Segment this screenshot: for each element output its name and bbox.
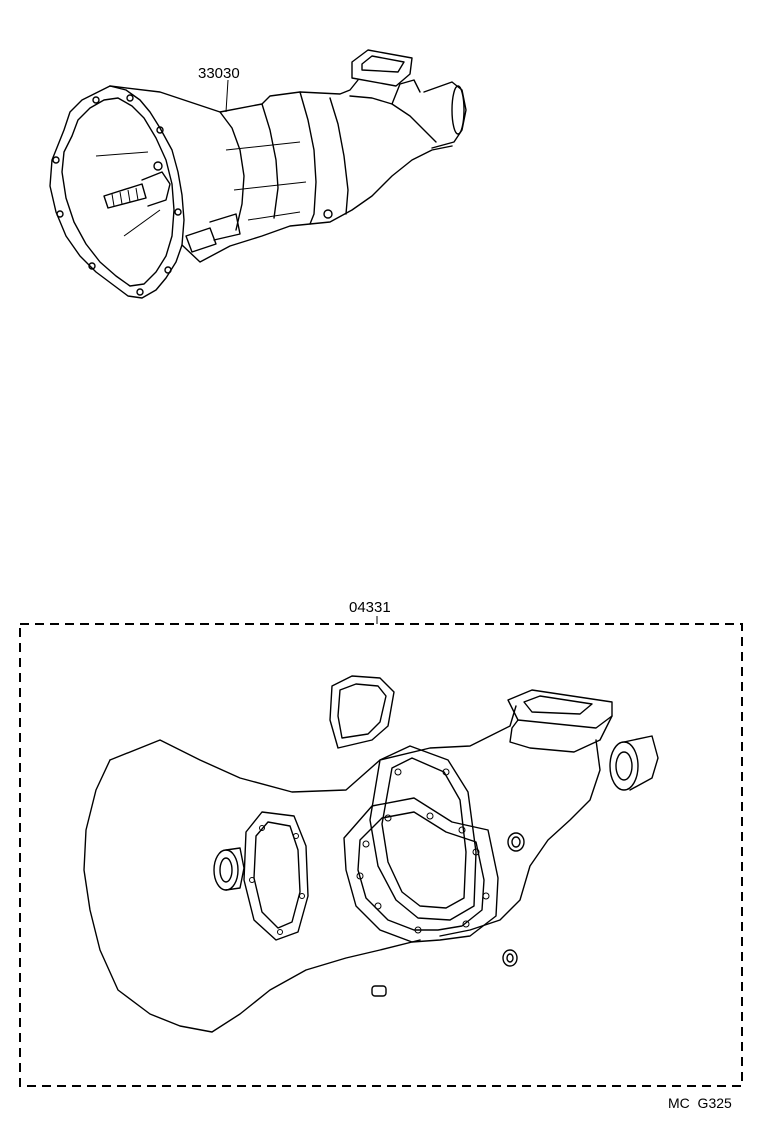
gasket-kit-illustration (83, 675, 659, 1033)
transmission-assembly-illustration (49, 49, 467, 299)
front-retainer-gasket (243, 811, 309, 941)
diagram-code: MC G325 (668, 1095, 732, 1111)
part-number-04331[interactable]: 04331 (349, 599, 391, 616)
small-seal (371, 985, 387, 997)
gasket-kit-group-box (19, 623, 743, 1087)
filler-plug-gasket (502, 949, 518, 967)
cover-gasket (329, 675, 395, 749)
front-oil-seal (213, 849, 239, 891)
part-number-33030[interactable]: 33030 (198, 65, 240, 82)
rear-oil-seal (609, 741, 639, 791)
part-33030-leader-line (225, 79, 229, 113)
case-gasket-rear (369, 745, 477, 921)
drain-plug-gasket (507, 832, 525, 852)
extension-top-gasket (507, 689, 613, 729)
case-gasket-large (343, 797, 499, 943)
